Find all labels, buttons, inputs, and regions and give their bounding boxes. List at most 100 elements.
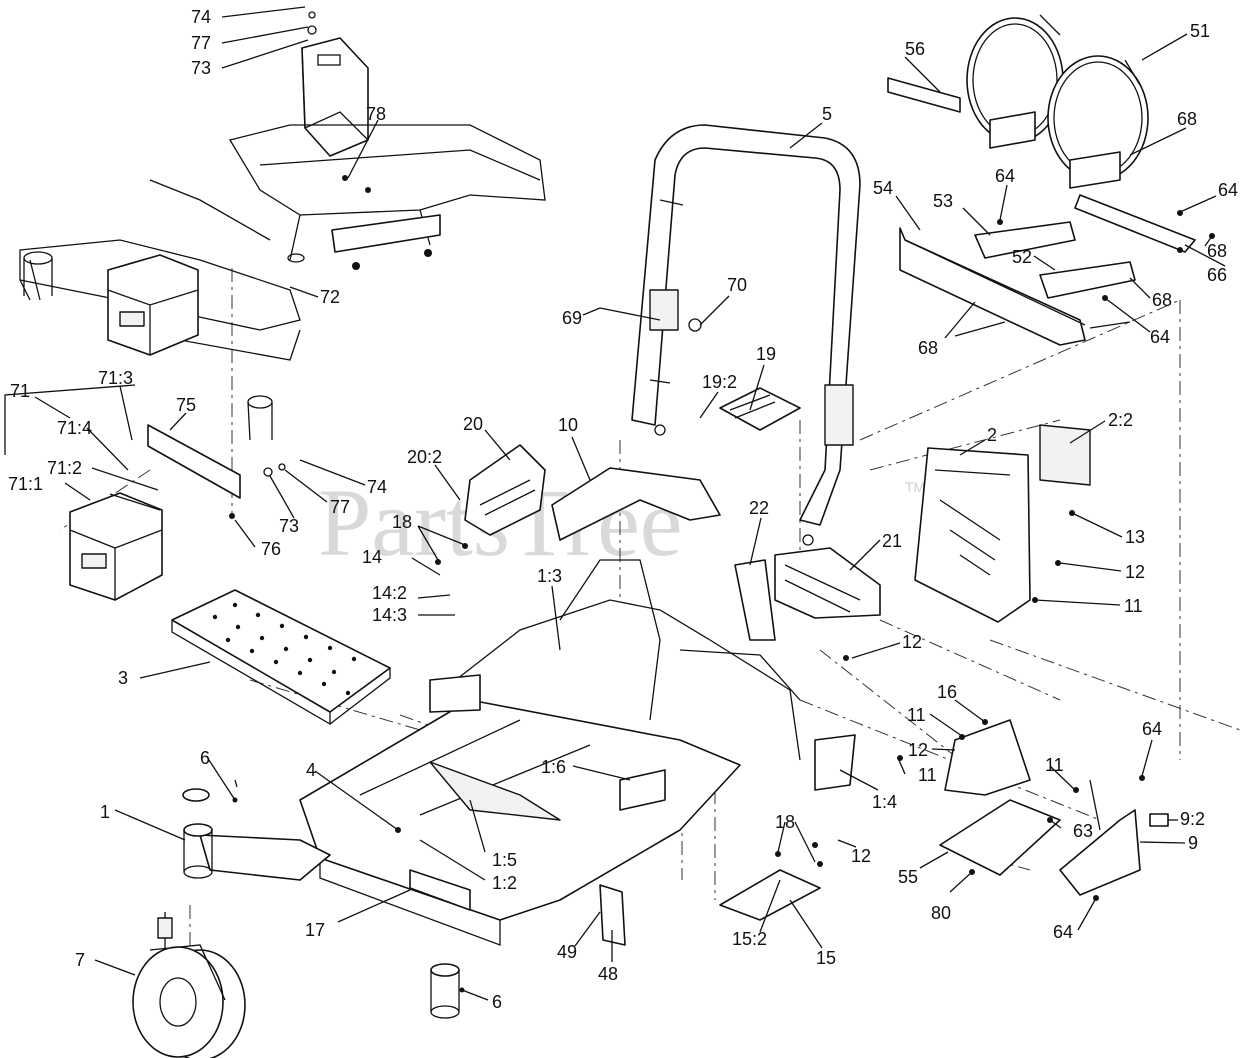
callout-64a: 64 [995, 166, 1015, 186]
main-frame [299, 559, 856, 946]
callout-72: 72 [320, 287, 340, 307]
shield-2 [914, 424, 1091, 623]
callout-52: 52 [1012, 247, 1032, 267]
callout-15: 15 [816, 948, 836, 968]
callout-78: 78 [366, 104, 386, 124]
front-axle-1 [182, 788, 460, 1019]
callout-66: 66 [1207, 265, 1227, 285]
callout-68b: 68 [1207, 241, 1227, 261]
callout-73: 73 [191, 58, 211, 78]
weight-upper [107, 254, 199, 356]
callout-75: 75 [176, 395, 196, 415]
panel-10 [551, 467, 721, 541]
rops-hoop [599, 124, 861, 546]
callout-73b: 73 [279, 516, 299, 536]
callout-12d: 12 [851, 846, 871, 866]
callout-14-3: 14:3 [372, 605, 407, 625]
callout-51: 51 [1190, 21, 1210, 41]
weight-bar-75 [147, 424, 286, 519]
callout-74b: 74 [367, 477, 387, 497]
callout-1-5: 1:5 [492, 850, 517, 870]
bracket-56 [887, 77, 961, 113]
callout-76: 76 [261, 539, 281, 559]
callout-16: 16 [937, 682, 957, 702]
callout-3: 3 [118, 668, 128, 688]
callout-1-3: 1:3 [537, 566, 562, 586]
callout-22: 22 [749, 498, 769, 518]
callout-71: 71 [10, 381, 30, 401]
callout-2: 2 [987, 425, 997, 445]
bracket-73 [301, 11, 369, 157]
callout-64b: 64 [1218, 180, 1238, 200]
callout-64c: 64 [1150, 327, 1170, 347]
callout-15-2: 15:2 [732, 929, 767, 949]
callout-64d: 64 [1142, 719, 1162, 739]
callout-12a: 12 [1125, 562, 1145, 582]
callout-18a: 18 [392, 512, 412, 532]
callout-49: 49 [557, 942, 577, 962]
leader-lines [4, 6, 1226, 1001]
callout-77: 77 [191, 33, 211, 53]
mount-plates [899, 194, 1196, 346]
callout-71-3: 71:3 [98, 368, 133, 388]
callout-18b: 18 [775, 812, 795, 832]
callout-64e: 64 [1053, 922, 1073, 942]
callout-10: 10 [558, 415, 578, 435]
callout-68a: 68 [1177, 109, 1197, 129]
callout-71-1: 71:1 [8, 474, 43, 494]
callout-19: 19 [756, 344, 776, 364]
callout-7: 7 [75, 950, 85, 970]
callout-2-2: 2:2 [1108, 410, 1133, 430]
callout-71-2: 71:2 [47, 458, 82, 478]
callout-13: 13 [1125, 527, 1145, 547]
callout-9-2: 9:2 [1180, 809, 1205, 829]
clamps-51 [966, 14, 1149, 189]
callout-20: 20 [463, 414, 483, 434]
callout-21: 21 [882, 531, 902, 551]
callout-20-2: 20:2 [407, 447, 442, 467]
callout-14: 14 [362, 547, 382, 567]
callout-19-2: 19:2 [702, 372, 737, 392]
caster-wheel-7 [132, 912, 246, 1058]
callout-53: 53 [933, 191, 953, 211]
callout-1: 1 [100, 802, 110, 822]
callout-11a: 11 [1124, 596, 1143, 616]
callout-1-2: 1:2 [492, 873, 517, 893]
callout-68c: 68 [1152, 290, 1172, 310]
callout-68d: 68 [918, 338, 938, 358]
callout-14-2: 14:2 [372, 583, 407, 603]
callout-11b: 11 [907, 705, 926, 725]
callout-71-4: 71:4 [57, 418, 92, 438]
callout-63: 63 [1073, 821, 1093, 841]
frame-upper [19, 124, 546, 441]
callout-54: 54 [873, 178, 893, 198]
callout-12c: 12 [908, 740, 928, 760]
misc-plates [599, 719, 1169, 946]
callout-9: 9 [1188, 833, 1198, 853]
weight-lower [69, 492, 163, 601]
foot-plate-3 [171, 589, 391, 726]
callout-55: 55 [898, 867, 918, 887]
callout-6a: 6 [200, 748, 210, 768]
callout-48: 48 [598, 964, 618, 984]
callout-56: 56 [905, 39, 925, 59]
callout-labels: 74 77 73 78 72 71 71:3 71:4 71:2 71:1 75… [8, 7, 1238, 1012]
callout-5: 5 [822, 104, 832, 124]
callout-17: 17 [305, 920, 325, 940]
callout-80: 80 [931, 903, 951, 923]
callout-11d: 11 [918, 765, 937, 785]
fasteners [232, 210, 1215, 993]
callout-1-6: 1:6 [541, 757, 566, 777]
callout-77b: 77 [330, 497, 350, 517]
watermark-trademark: TM [905, 479, 925, 495]
callout-69: 69 [562, 308, 582, 328]
callout-70: 70 [727, 275, 747, 295]
callout-4: 4 [306, 760, 316, 780]
callout-6b: 6 [492, 992, 502, 1012]
callout-1-4: 1:4 [872, 792, 897, 812]
callout-12b: 12 [902, 632, 922, 652]
callout-74: 74 [191, 7, 211, 27]
shields-21-22 [734, 547, 881, 641]
footrest-parts [464, 387, 801, 536]
